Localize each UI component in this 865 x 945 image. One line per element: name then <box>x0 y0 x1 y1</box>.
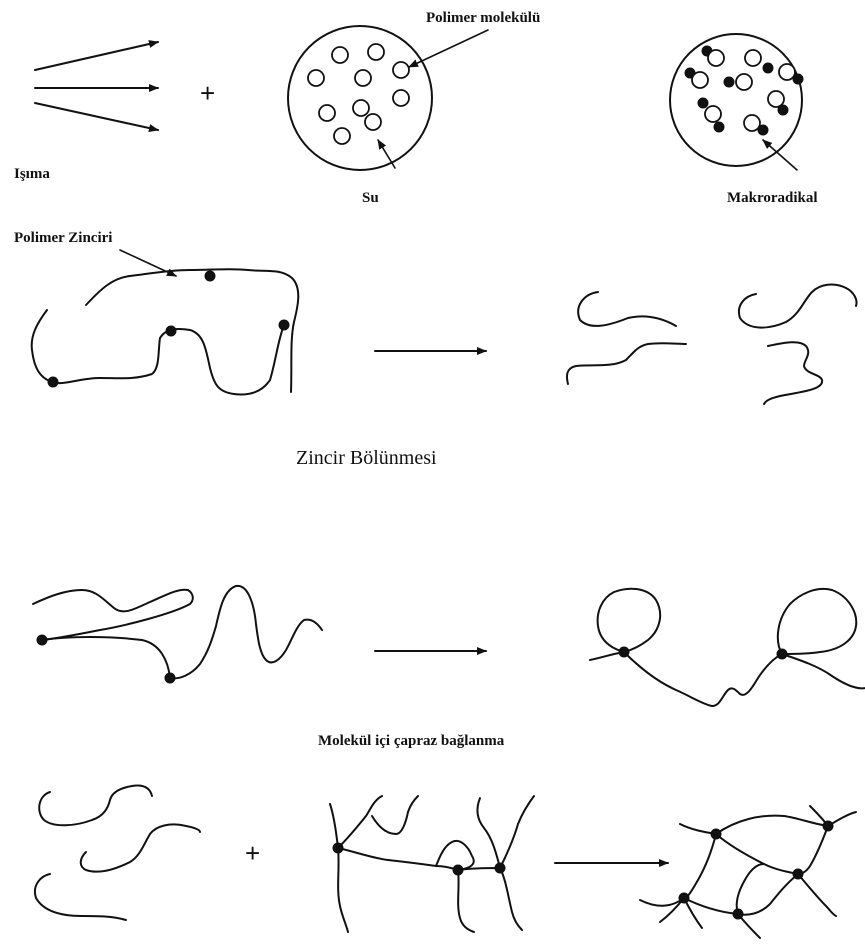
plus-sign-2: + <box>245 838 260 868</box>
polymer-chain-label: Polimer Zinciri <box>14 230 112 246</box>
water-label: Su <box>362 190 379 206</box>
polymer-chain <box>32 269 299 394</box>
plus-sign: + <box>200 78 215 108</box>
separate-chains <box>35 785 200 920</box>
water-pointer <box>378 140 395 168</box>
intramolecular-crosslinking-caption: Molekül içi çapraz bağlanma <box>318 733 505 749</box>
crosslinked-network <box>640 806 856 938</box>
water-polymer-circle <box>288 26 432 170</box>
macroradical-label: Makroradikal <box>727 190 818 206</box>
macroradical-pointer <box>763 140 797 170</box>
radiation-arrows <box>35 42 158 130</box>
macroradical-circle <box>670 34 803 166</box>
partial-network <box>330 796 534 932</box>
polymer-molecule-label: Polimer molekülü <box>426 10 540 26</box>
chain-scission-caption: Zincir Bölünmesi <box>296 447 437 469</box>
intramolecular-chain-after <box>590 589 865 706</box>
intramolecular-chain-before <box>33 586 322 683</box>
scission-fragments <box>567 285 857 404</box>
polymer-molecule-pointer <box>409 30 488 67</box>
radiation-label: Işıma <box>14 166 50 182</box>
